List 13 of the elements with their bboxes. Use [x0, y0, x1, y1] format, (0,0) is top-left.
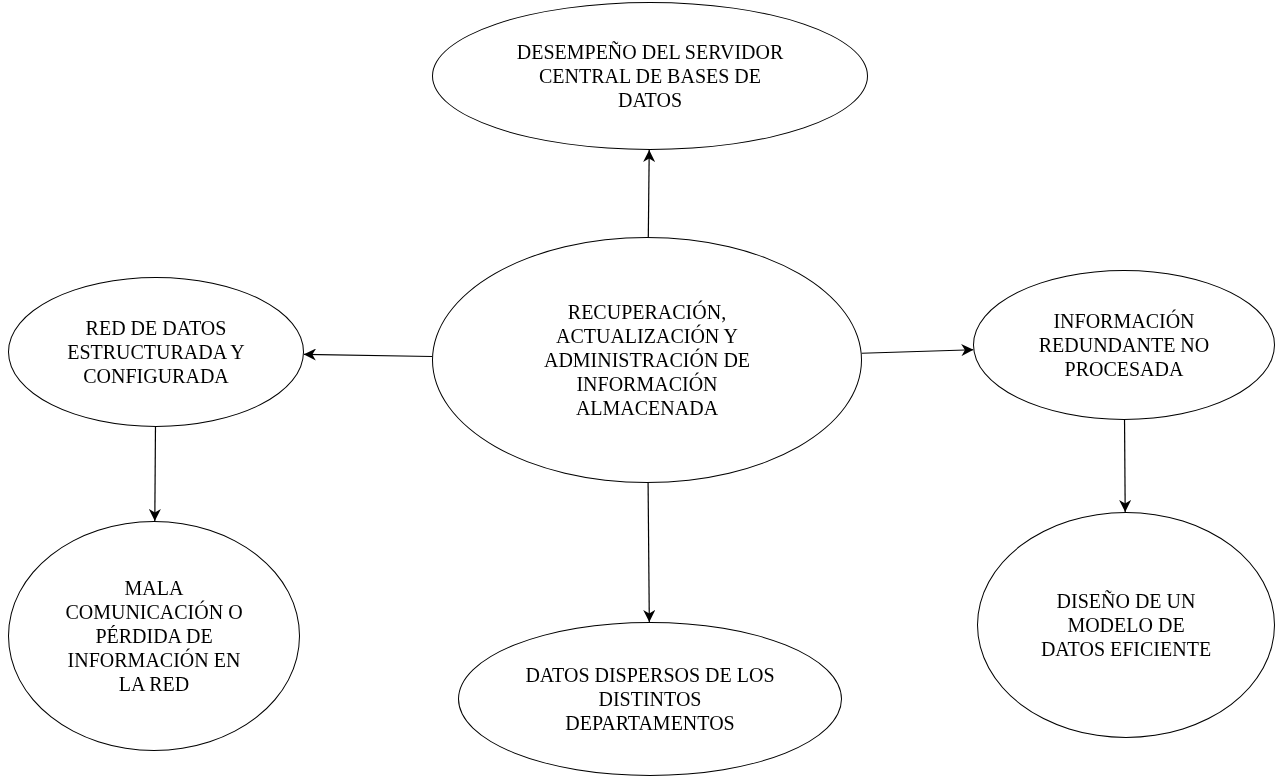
- arrow: [1119, 419, 1132, 513]
- topic-label: RED DE DATOS ESTRUCTURADA Y CONFIGURADA: [66, 316, 246, 388]
- arrow: [861, 344, 974, 357]
- topic-label: DESEMPEÑO DEL SERVIDOR CENTRAL DE BASES DE DATOS: [515, 40, 785, 112]
- topic-label: MALA COMUNICACIÓN O PÉRDIDA DE INFORMACIÓN EN LA RED: [64, 576, 244, 696]
- topic-label: DISEÑO DE UN MODELO DE DATOS EFICIENTE: [1039, 589, 1213, 661]
- topic-label: DATOS DISPERSOS DE LOS DISTINTOS DEPARTAMENTOS: [525, 663, 775, 735]
- arrow: [643, 482, 656, 623]
- topic-label: RECUPERACIÓN, ACTUALIZACIÓN Y ADMINISTRACIÓN DE INFORMACIÓN ALMACENADA: [542, 300, 752, 420]
- arrow: [148, 426, 161, 522]
- topic-label: INFORMACIÓN REDUNDANTE NO PROCESADA: [1037, 309, 1211, 381]
- arrow: [303, 348, 433, 361]
- arrow: [643, 149, 656, 238]
